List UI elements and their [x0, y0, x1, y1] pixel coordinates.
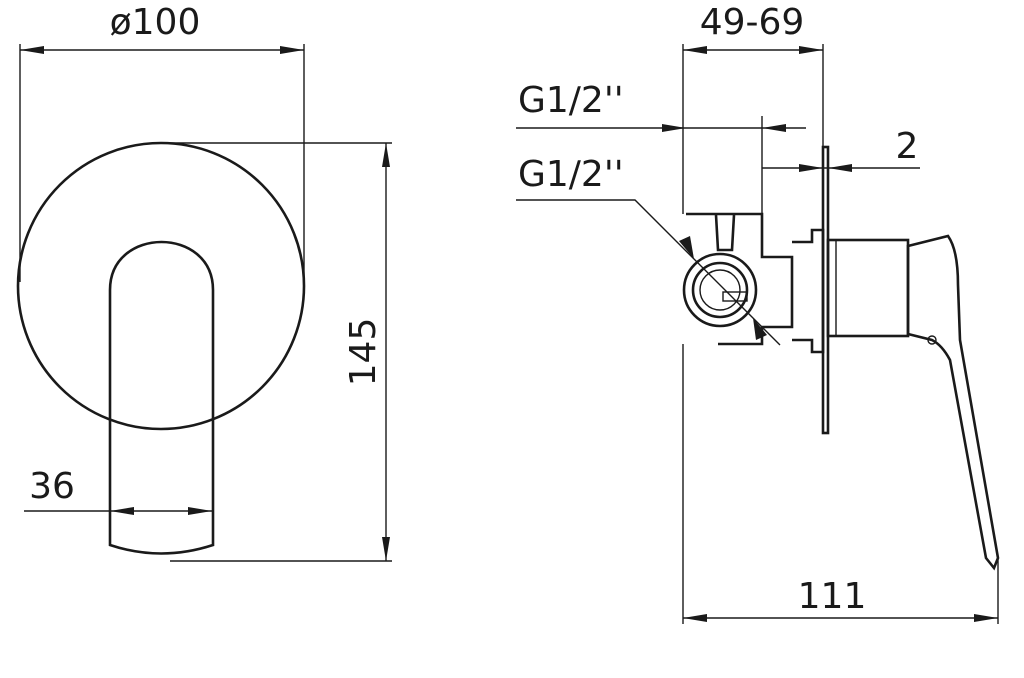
thread-top-label: G1/2'': [518, 80, 624, 121]
length-label: 111: [798, 576, 867, 617]
side-lever: [906, 234, 1000, 571]
valve-body: [686, 212, 794, 346]
depth-label: 49-69: [700, 2, 805, 43]
length-dimension: 111: [682, 344, 999, 624]
front-view: ø100 145 36: [16, 2, 392, 562]
side-view: 49-69 G1/2'' 2 G1/2'': [516, 2, 1000, 624]
front-lever-outline: [108, 240, 215, 555]
thread-top-callout: G1/2'': [516, 80, 806, 214]
collar: [792, 228, 825, 354]
diameter-label: ø100: [110, 2, 201, 43]
depth-dimension: 49-69: [682, 2, 824, 214]
height-label: 145: [343, 318, 384, 387]
outlet-outer-ring: [682, 252, 758, 328]
thread-bottom-callout: G1/2'': [516, 154, 781, 346]
top-fitting: [714, 214, 736, 252]
height-dimension: 145: [161, 142, 392, 562]
plate-thickness-dimension: 2: [762, 126, 920, 172]
outlet-slot: [722, 291, 748, 302]
outlet-core: [699, 269, 741, 311]
plate-thickness-label: 2: [896, 126, 919, 167]
lever-width-label: 36: [29, 466, 75, 507]
thread-bottom-label: G1/2'': [518, 154, 624, 195]
lever-screw: [927, 335, 937, 345]
front-rosette-outline: [16, 141, 306, 431]
outlet-inner-ring: [691, 261, 749, 319]
cartridge-housing: [826, 238, 910, 338]
lever-width-dimension: 36: [24, 466, 212, 515]
diameter-dimension: ø100: [19, 2, 305, 282]
